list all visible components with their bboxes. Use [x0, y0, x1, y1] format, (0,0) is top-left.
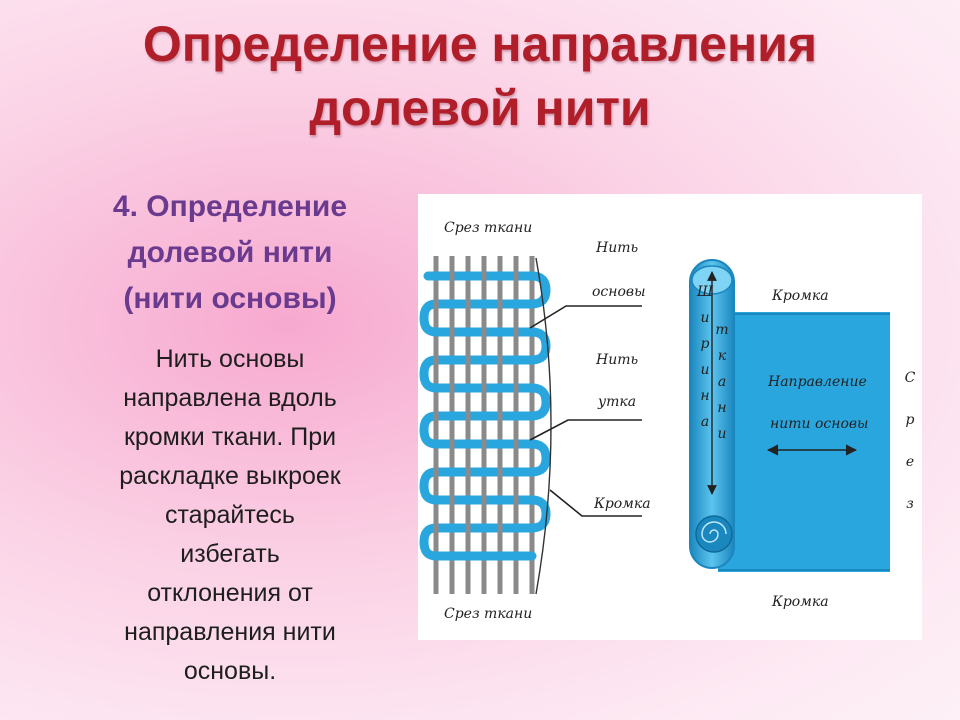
fabric-vertical-letter: т: [715, 322, 728, 338]
body-line: отклонения от: [147, 579, 313, 607]
warp-thread-label-1: Нить: [595, 240, 638, 256]
fabric-diagram: Срез ткани Срез ткани Нить основы Нить у…: [418, 194, 922, 640]
fabric-sheet: [718, 312, 890, 572]
weft-thread-label-1: Нить: [595, 352, 638, 368]
weft-thread-label-2: утка: [597, 394, 636, 410]
slide-title-line-1: Определение направления: [142, 16, 818, 72]
cut-bottom-label: Срез ткани: [444, 606, 532, 622]
warp-overlay: [433, 270, 519, 534]
direction-label-1: Направление: [767, 374, 867, 390]
cut-vertical-letter: р: [906, 412, 915, 428]
body-line: Нить основы: [155, 345, 305, 373]
weave-pattern: [419, 256, 552, 595]
body-line: раскладке выкроек: [119, 462, 341, 490]
cut-vertical-letter: з: [906, 496, 914, 512]
weft-threads: [419, 271, 551, 561]
subtitle-line-2: долевой нити: [127, 236, 333, 269]
body-line: старайтесь: [165, 501, 295, 529]
cut-vertical-letter: е: [906, 454, 914, 470]
selvage-top-label: Кромка: [771, 288, 829, 304]
explanation-text: Нить основы направлена вдоль кромки ткан…: [60, 340, 400, 691]
cut-vertical-letter: С: [905, 370, 916, 386]
slide-title-line-2: долевой нити: [309, 80, 651, 136]
fabric-vertical-letter: и: [717, 426, 726, 442]
body-line: направлена вдоль: [123, 384, 337, 412]
fabric-roll: [689, 259, 890, 572]
cut-vertical-label: Ср е з: [905, 370, 916, 512]
fabric-diagram-svg: Срез ткани Срез ткани Нить основы Нить у…: [419, 220, 916, 622]
width-vertical-letter: а: [701, 414, 709, 430]
subtitle-line-3: (нити основы): [123, 282, 337, 315]
fabric-vertical-letter: а: [718, 374, 726, 390]
width-vertical-letter: р: [701, 336, 710, 352]
direction-label-2: нити основы: [770, 416, 868, 432]
subtitle-line-1: 4. Определение: [112, 190, 348, 223]
width-vertical-letter: и: [700, 310, 709, 326]
body-line: кромки ткани. При: [123, 423, 337, 451]
pointer-lines: [529, 305, 642, 517]
selvage-curve: [535, 257, 552, 595]
fabric-vertical-letter: н: [717, 400, 726, 416]
width-vertical-letter: Ш: [696, 284, 714, 300]
section-subtitle: 4. Определение долевой нити (нити основы…: [60, 184, 400, 322]
warp-thread-label-2: основы: [592, 284, 645, 300]
body-line: основы.: [183, 657, 277, 685]
selvage-bottom-label: Кромка: [771, 594, 829, 610]
body-line: направления нити: [124, 618, 336, 646]
slide-title: Определение направления долевой нити: [0, 12, 960, 140]
body-line: избегать: [180, 540, 280, 568]
width-vertical-letter: и: [700, 362, 709, 378]
cut-top-label: Срез ткани: [444, 220, 532, 236]
fabric-vertical-label: ткани: [715, 322, 728, 442]
warp-threads: [433, 256, 535, 594]
fabric-vertical-letter: к: [718, 348, 727, 364]
width-vertical-letter: н: [700, 388, 709, 404]
selvage-pointer-label: Кромка: [593, 496, 651, 512]
